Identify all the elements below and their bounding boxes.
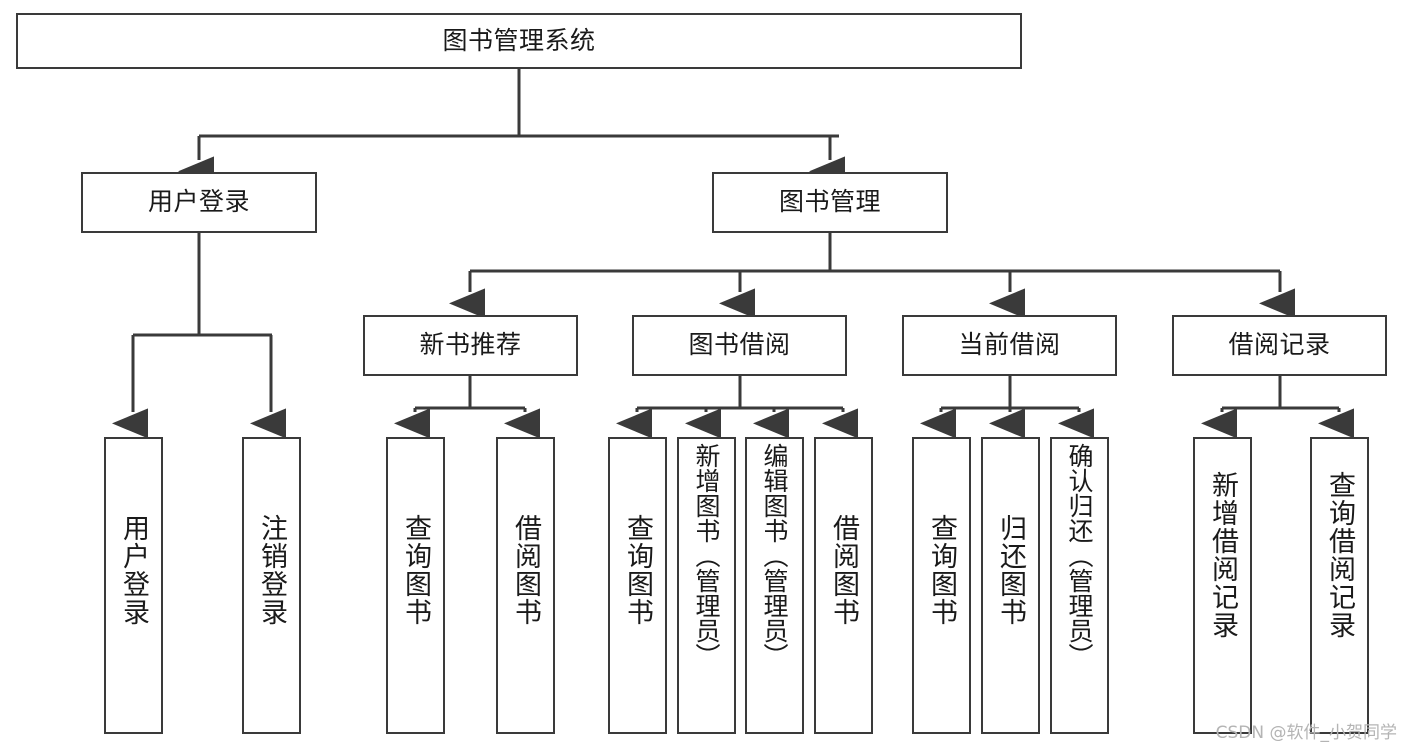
node-book-management[interactable]: 图书管理 — [712, 172, 948, 233]
node-label: 查询借阅记录 — [1324, 471, 1355, 639]
node-label: 图书管理 — [778, 187, 881, 217]
node-label: 新书推荐 — [419, 330, 522, 360]
node-label: 用户登录 — [147, 187, 250, 217]
node-user-login[interactable]: 用户登录 — [81, 172, 317, 233]
node-label: 确认归还（管理员） — [1065, 443, 1094, 668]
leaf-current-query-book[interactable]: 查询图书 — [912, 437, 971, 734]
leaf-borrow-borrow-book[interactable]: 借阅图书 — [814, 437, 873, 734]
node-label: 查询图书 — [622, 514, 653, 626]
node-label: 图书管理系统 — [442, 25, 596, 55]
node-new-book-recommend[interactable]: 新书推荐 — [363, 315, 578, 376]
leaf-borrow-add-book-admin[interactable]: 新增图书（管理员） — [677, 437, 736, 734]
node-label: 当前借阅 — [958, 330, 1061, 360]
leaf-borrow-query-book[interactable]: 查询图书 — [608, 437, 667, 734]
node-current-borrow[interactable]: 当前借阅 — [902, 315, 1117, 376]
node-label: 新增图书（管理员） — [692, 443, 721, 668]
leaf-logout[interactable]: 注销登录 — [242, 437, 301, 734]
leaf-user-login[interactable]: 用户登录 — [104, 437, 163, 734]
node-borrow-record[interactable]: 借阅记录 — [1172, 315, 1387, 376]
node-label: 查询图书 — [400, 514, 431, 626]
node-label: 新增借阅记录 — [1207, 471, 1238, 639]
node-label: 注销登录 — [256, 514, 287, 626]
leaf-record-add-record[interactable]: 新增借阅记录 — [1193, 437, 1252, 734]
leaf-record-query-record[interactable]: 查询借阅记录 — [1310, 437, 1369, 734]
node-label: 借阅图书 — [510, 514, 541, 626]
node-label: 归还图书 — [995, 514, 1026, 626]
node-root-system[interactable]: 图书管理系统 — [16, 13, 1022, 69]
node-label: 查询图书 — [926, 514, 957, 626]
node-book-borrow[interactable]: 图书借阅 — [632, 315, 847, 376]
node-label: 编辑图书（管理员） — [760, 443, 789, 668]
node-label: 图书借阅 — [688, 330, 791, 360]
csdn-watermark: CSDN @软件_小贺同学 — [1215, 723, 1397, 743]
node-label: 借阅记录 — [1228, 330, 1331, 360]
leaf-current-confirm-return-admin[interactable]: 确认归还（管理员） — [1050, 437, 1109, 734]
node-label: 借阅图书 — [828, 514, 859, 626]
leaf-borrow-edit-book-admin[interactable]: 编辑图书（管理员） — [745, 437, 804, 734]
node-label: 用户登录 — [118, 514, 149, 626]
leaf-recommend-borrow-book[interactable]: 借阅图书 — [496, 437, 555, 734]
leaf-recommend-query-book[interactable]: 查询图书 — [386, 437, 445, 734]
leaf-current-return-book[interactable]: 归还图书 — [981, 437, 1040, 734]
